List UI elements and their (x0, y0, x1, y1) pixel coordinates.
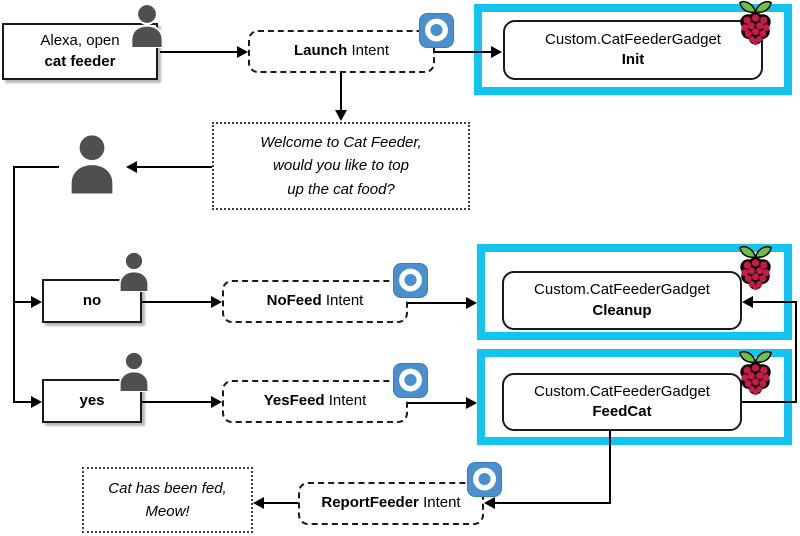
connector-no-to-nofeed (142, 301, 213, 303)
utterance-line: Alexa, open (40, 32, 120, 50)
user-icon (124, 2, 170, 48)
arrowhead-into-yesfeed (211, 396, 222, 408)
gadget-namespace: Custom.CatFeederGadget (534, 382, 710, 400)
gadget-method: Cleanup (592, 301, 652, 319)
speech-label: no (82, 291, 102, 309)
arrowhead-into-cleanup (466, 297, 477, 309)
raspberry-pi-icon (736, 0, 775, 46)
arrowhead-into-welcome (335, 110, 347, 121)
connector-branch-to-no (15, 301, 33, 303)
intent-name: ReportFeeder (321, 494, 419, 512)
connector-welcome-to-user (137, 166, 212, 168)
connector-down-to-report (495, 502, 611, 504)
intent-suffix: Intent (324, 392, 367, 410)
intent-suffix: Intent (321, 292, 364, 310)
gadget-namespace: Custom.CatFeederGadget (545, 30, 721, 48)
arrowhead-into-user (126, 161, 137, 173)
message-line: would you like to top (273, 157, 409, 175)
connector-branch-to-yes (15, 401, 33, 403)
connector-right-edge-vertical (795, 302, 797, 403)
fed-message-box: Cat has been fed, Meow! (82, 467, 253, 533)
arrowhead-into-init (491, 46, 502, 58)
arrowhead-into-nofeed (211, 296, 222, 308)
speech-box-alexa-open: Alexa, open cat feeder (2, 23, 158, 80)
connector-feedcat-to-report (609, 430, 611, 504)
intent-suffix: Intent (418, 494, 461, 512)
arrowhead-into-report (484, 497, 495, 509)
connector-report-to-fed (264, 502, 298, 504)
launch-intent-box: Launch Intent (248, 30, 435, 73)
message-line: Meow! (145, 503, 190, 520)
intent-name: YesFeed (263, 392, 325, 410)
raspberry-pi-icon (736, 350, 775, 396)
message-line: Cat has been fed, (108, 479, 227, 497)
gadget-method: Init (621, 51, 645, 68)
alexa-icon (393, 263, 428, 298)
connector-into-cleanup-right (753, 301, 797, 303)
welcome-message-box: Welcome to Cat Feeder, would you like to… (212, 122, 470, 210)
gadget-box-feedcat: Custom.CatFeederGadget FeedCat (502, 373, 742, 431)
connector-yes-to-yesfeed (142, 401, 213, 403)
utterance-line-bold: cat feeder (44, 52, 116, 70)
connector-feedcat-out-right (742, 401, 797, 403)
alexa-icon (419, 13, 454, 48)
intent-suffix: Intent (347, 42, 390, 60)
arrowhead-into-yes (31, 396, 42, 408)
user-icon (60, 130, 124, 196)
connector-nofeed-to-cleanup (408, 302, 468, 304)
user-icon (113, 250, 155, 292)
arrowhead-into-launch (237, 46, 248, 58)
gadget-box-cleanup: Custom.CatFeederGadget Cleanup (502, 271, 742, 330)
arrowhead-into-fed (253, 497, 264, 509)
message-line: up the cat food? (287, 180, 395, 198)
intent-name: NoFeed (266, 292, 322, 310)
reportfeeder-intent-box: ReportFeeder Intent (298, 482, 484, 525)
alexa-icon (467, 462, 502, 497)
connector-launch-to-init (435, 51, 493, 53)
arrowhead-into-feedcat (466, 397, 477, 409)
speech-label: yes (79, 391, 105, 409)
user-icon (113, 350, 155, 392)
connector-user-branch-top (13, 166, 59, 168)
message-line: Welcome to Cat Feeder, (260, 134, 422, 152)
connector-open-to-launch (160, 51, 237, 53)
nofeed-intent-box: NoFeed Intent (222, 280, 408, 323)
raspberry-pi-icon (736, 245, 775, 291)
alexa-icon (393, 363, 428, 398)
connector-branch-vertical (13, 166, 15, 403)
gadget-namespace: Custom.CatFeederGadget (534, 281, 710, 299)
gadget-box-init: Custom.CatFeederGadget Init (503, 20, 763, 80)
gadget-method: FeedCat (592, 403, 652, 420)
connector-launch-to-welcome (340, 73, 342, 113)
arrowhead-into-cleanup-right (742, 296, 753, 308)
arrowhead-into-no (31, 296, 42, 308)
connector-yesfeed-to-feedcat (408, 402, 468, 404)
intent-name: Launch (293, 42, 348, 60)
yesfeed-intent-box: YesFeed Intent (222, 380, 408, 423)
